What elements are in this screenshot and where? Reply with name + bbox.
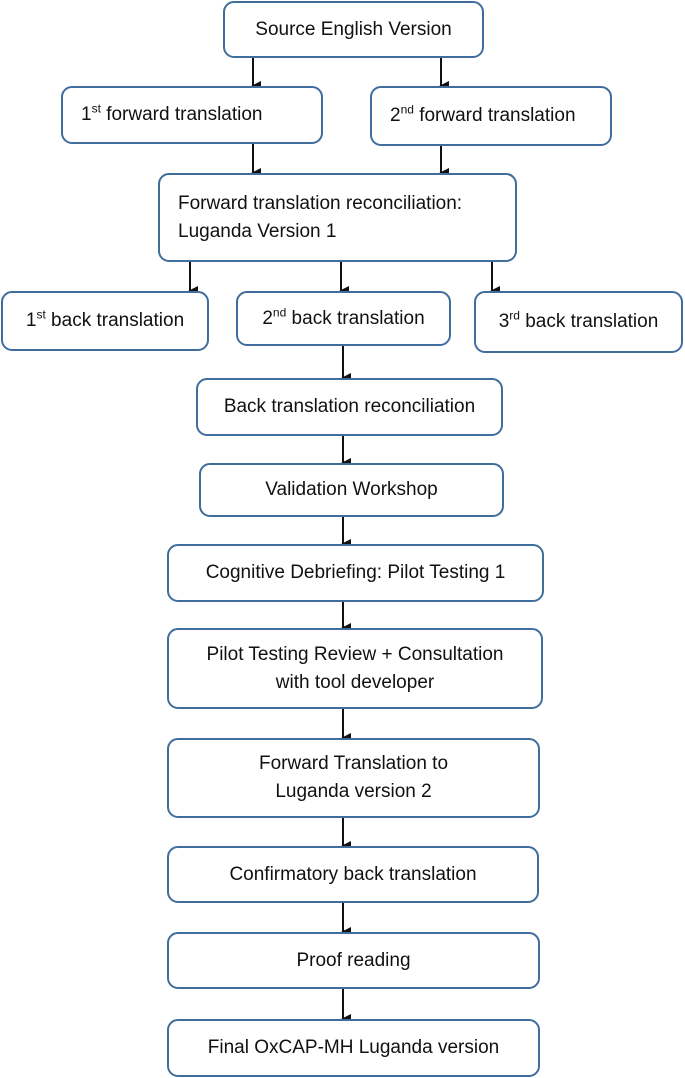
node-final-luganda-version: Final OxCAP-MH Luganda version — [167, 1019, 540, 1077]
node-label-line2: Luganda version 2 — [275, 781, 432, 802]
node-label: 1st forward translation — [81, 101, 263, 125]
node-label: Final OxCAP-MH Luganda version — [207, 1037, 500, 1058]
node-label: 2nd back translation — [262, 305, 425, 329]
node-label: Proof reading — [296, 949, 411, 971]
node-cognitive-debriefing: Cognitive Debriefing: Pilot Testing 1 — [167, 544, 544, 602]
node-label: Confirmatory back translation — [229, 863, 477, 885]
node-label: Source English Version — [255, 18, 452, 40]
node-forward-translation-v2: Forward Translation to Luganda version 2 — [167, 738, 540, 818]
node-second-forward-translation: 2nd forward translation — [370, 86, 612, 146]
node-second-back-translation: 2nd back translation — [236, 291, 451, 346]
node-label: Cognitive Debriefing: Pilot Testing 1 — [205, 562, 506, 583]
node-label: 2nd forward translation — [390, 102, 576, 126]
node-pilot-testing-review: Pilot Testing Review + Consultation with… — [167, 628, 543, 709]
node-label-line1: Forward translation reconciliation: — [178, 192, 463, 214]
node-forward-reconciliation: Forward translation reconciliation: Luga… — [158, 173, 517, 262]
node-third-back-translation: 3rd back translation — [474, 291, 683, 353]
node-label: Validation Workshop — [265, 479, 438, 500]
node-label: Back translation reconciliation — [223, 396, 476, 417]
node-validation-workshop: Validation Workshop — [199, 463, 504, 517]
node-label-line1: Pilot Testing Review + Consultation — [206, 643, 504, 665]
node-first-forward-translation: 1st forward translation — [61, 86, 323, 144]
node-proof-reading: Proof reading — [167, 932, 540, 989]
node-label-line2: with tool developer — [275, 671, 435, 693]
node-first-back-translation: 1st back translation — [1, 291, 209, 351]
node-label: 3rd back translation — [498, 308, 659, 332]
node-label: 1st back translation — [25, 307, 185, 331]
node-back-translation-reconciliation: Back translation reconciliation — [196, 378, 503, 436]
node-label-line2: Luganda Version 1 — [178, 220, 337, 242]
node-confirmatory-back-translation: Confirmatory back translation — [167, 846, 539, 903]
node-source-english-version: Source English Version — [223, 1, 484, 58]
node-label-line1: Forward Translation to — [258, 753, 449, 774]
